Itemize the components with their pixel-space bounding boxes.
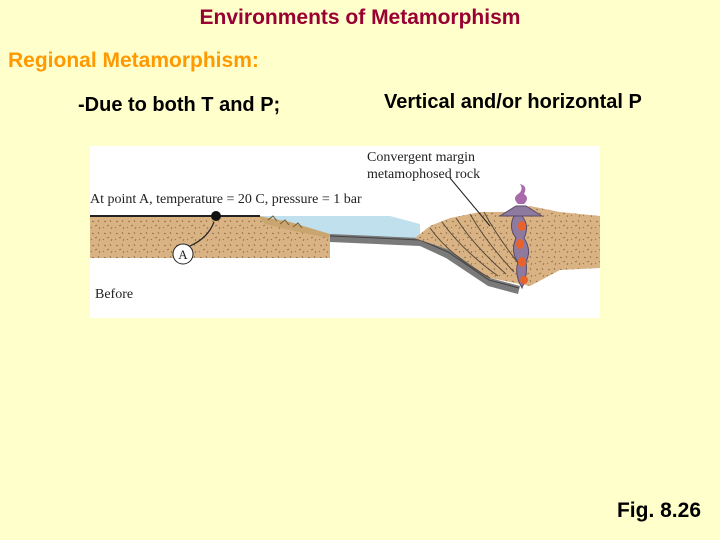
bullet-temperature-pressure: -Due to both T and P;	[78, 94, 281, 116]
convergent-margin-label-line1: Convergent margin	[367, 150, 475, 165]
figure-reference-label: Fig. 8.26	[616, 499, 701, 522]
bullet-pressure-direction: Vertical and/or horizontal P	[384, 91, 642, 113]
melt-blobs	[516, 221, 528, 284]
left-continental-crust	[90, 216, 330, 258]
ocean-water	[260, 216, 420, 238]
point-a-circle	[172, 243, 194, 265]
point-a-conditions-label: At point A, temperature = 20 C, pressure…	[90, 192, 362, 207]
volcanic-plume	[515, 184, 527, 204]
point-marker-dot	[211, 211, 221, 221]
metamorphic-layers	[429, 211, 523, 279]
margin-leader-line	[449, 177, 491, 227]
point-path-arrow	[189, 221, 215, 247]
volcano	[498, 205, 544, 217]
slide-title: Environments of Metamorphism	[199, 6, 521, 29]
right-continental-crust	[415, 206, 600, 286]
point-a-label: A	[178, 247, 188, 262]
before-label: Before	[95, 287, 133, 302]
metamorphism-cross-section-figure: A Convergent margin metamophosed rock At…	[90, 146, 600, 318]
convergent-margin-label-line2: metamophosed rock	[367, 167, 480, 182]
section-heading: Regional Metamorphism:	[8, 49, 259, 72]
sediment-wedge	[258, 216, 330, 238]
magma-column	[510, 215, 530, 290]
cross-section-diagram: A Convergent margin metamophosed rock At…	[90, 150, 600, 302]
oceanic-slab	[330, 234, 520, 294]
